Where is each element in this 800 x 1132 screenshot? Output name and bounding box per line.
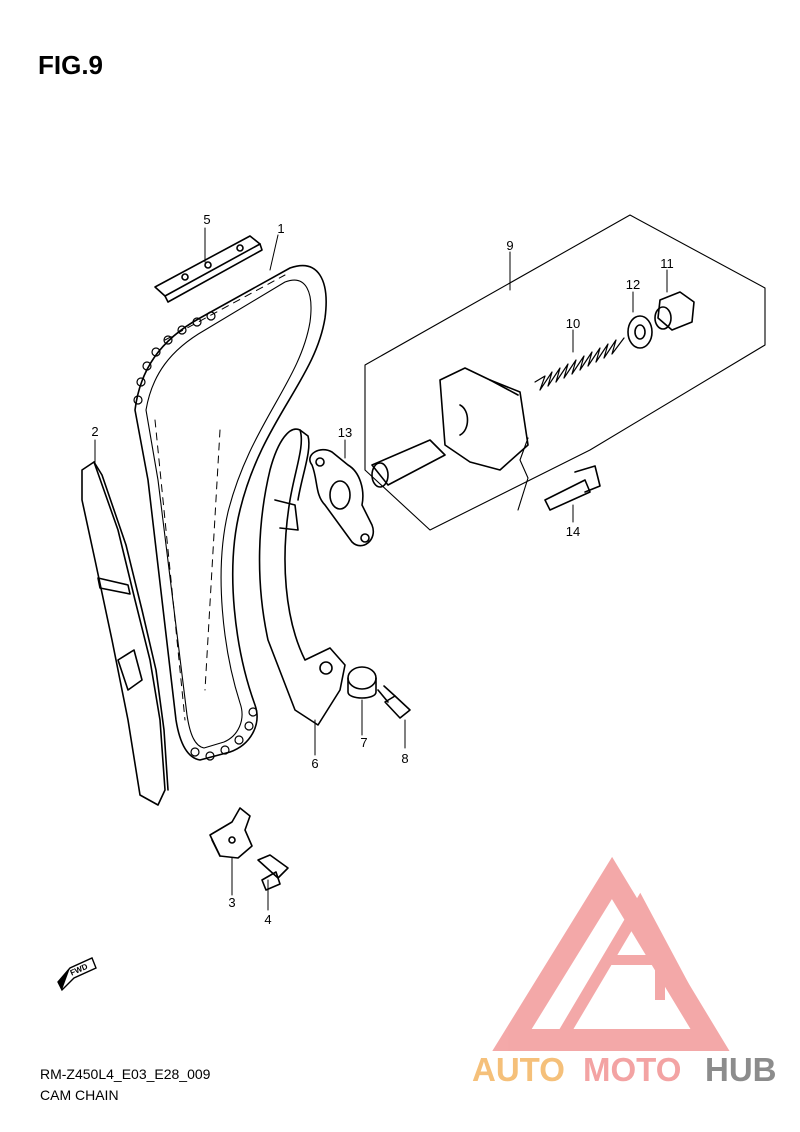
callout-11: 11 — [660, 256, 674, 271]
forward-arrow-icon: FWD — [57, 957, 97, 992]
part-9-tensioner-assembly — [364, 214, 766, 531]
part-1-cam-chain — [133, 264, 327, 761]
callout-5: 5 — [203, 212, 210, 227]
callout-3: 3 — [228, 895, 235, 910]
callout-8: 8 — [401, 751, 408, 766]
part-11-cap-bolt — [654, 291, 695, 331]
part-4-bolt — [257, 854, 289, 891]
watermark-text-auto: AUTO — [472, 1051, 565, 1088]
part-6-tensioner-arm — [258, 428, 346, 726]
callout-7: 7 — [360, 735, 367, 750]
watermark-text-hub: HUB — [705, 1051, 777, 1088]
part-2-chain-guide — [81, 461, 169, 806]
callout-13: 13 — [338, 425, 352, 440]
callout-10: 10 — [566, 316, 580, 331]
part-10-spring — [534, 337, 625, 391]
part-13-gasket — [309, 448, 375, 547]
callout-4: 4 — [264, 912, 271, 927]
callout-2: 2 — [91, 424, 98, 439]
part-8-bolt — [377, 685, 411, 719]
watermark-logo-icon — [492, 856, 730, 1051]
part-7-bushing — [347, 666, 377, 699]
callout-1: 1 — [277, 221, 284, 236]
callout-9: 9 — [506, 238, 513, 253]
figure-code: RM-Z450L4_E03_E28_009 — [40, 1066, 211, 1082]
part-12-washer — [627, 315, 653, 349]
part-5-guide-plate — [154, 235, 263, 303]
callout-14: 14 — [566, 524, 580, 539]
figure-title: FIG.9 — [38, 50, 104, 80]
watermark-text-moto: MOTO — [583, 1051, 681, 1088]
callout-6: 6 — [311, 756, 318, 771]
callout-12: 12 — [626, 277, 640, 292]
watermark-text: AUTO MOTO HUB — [472, 1051, 777, 1088]
figure-name: CAM CHAIN — [40, 1087, 119, 1103]
part-3-stopper-bracket — [209, 807, 253, 859]
part-14-bolt — [544, 465, 601, 511]
